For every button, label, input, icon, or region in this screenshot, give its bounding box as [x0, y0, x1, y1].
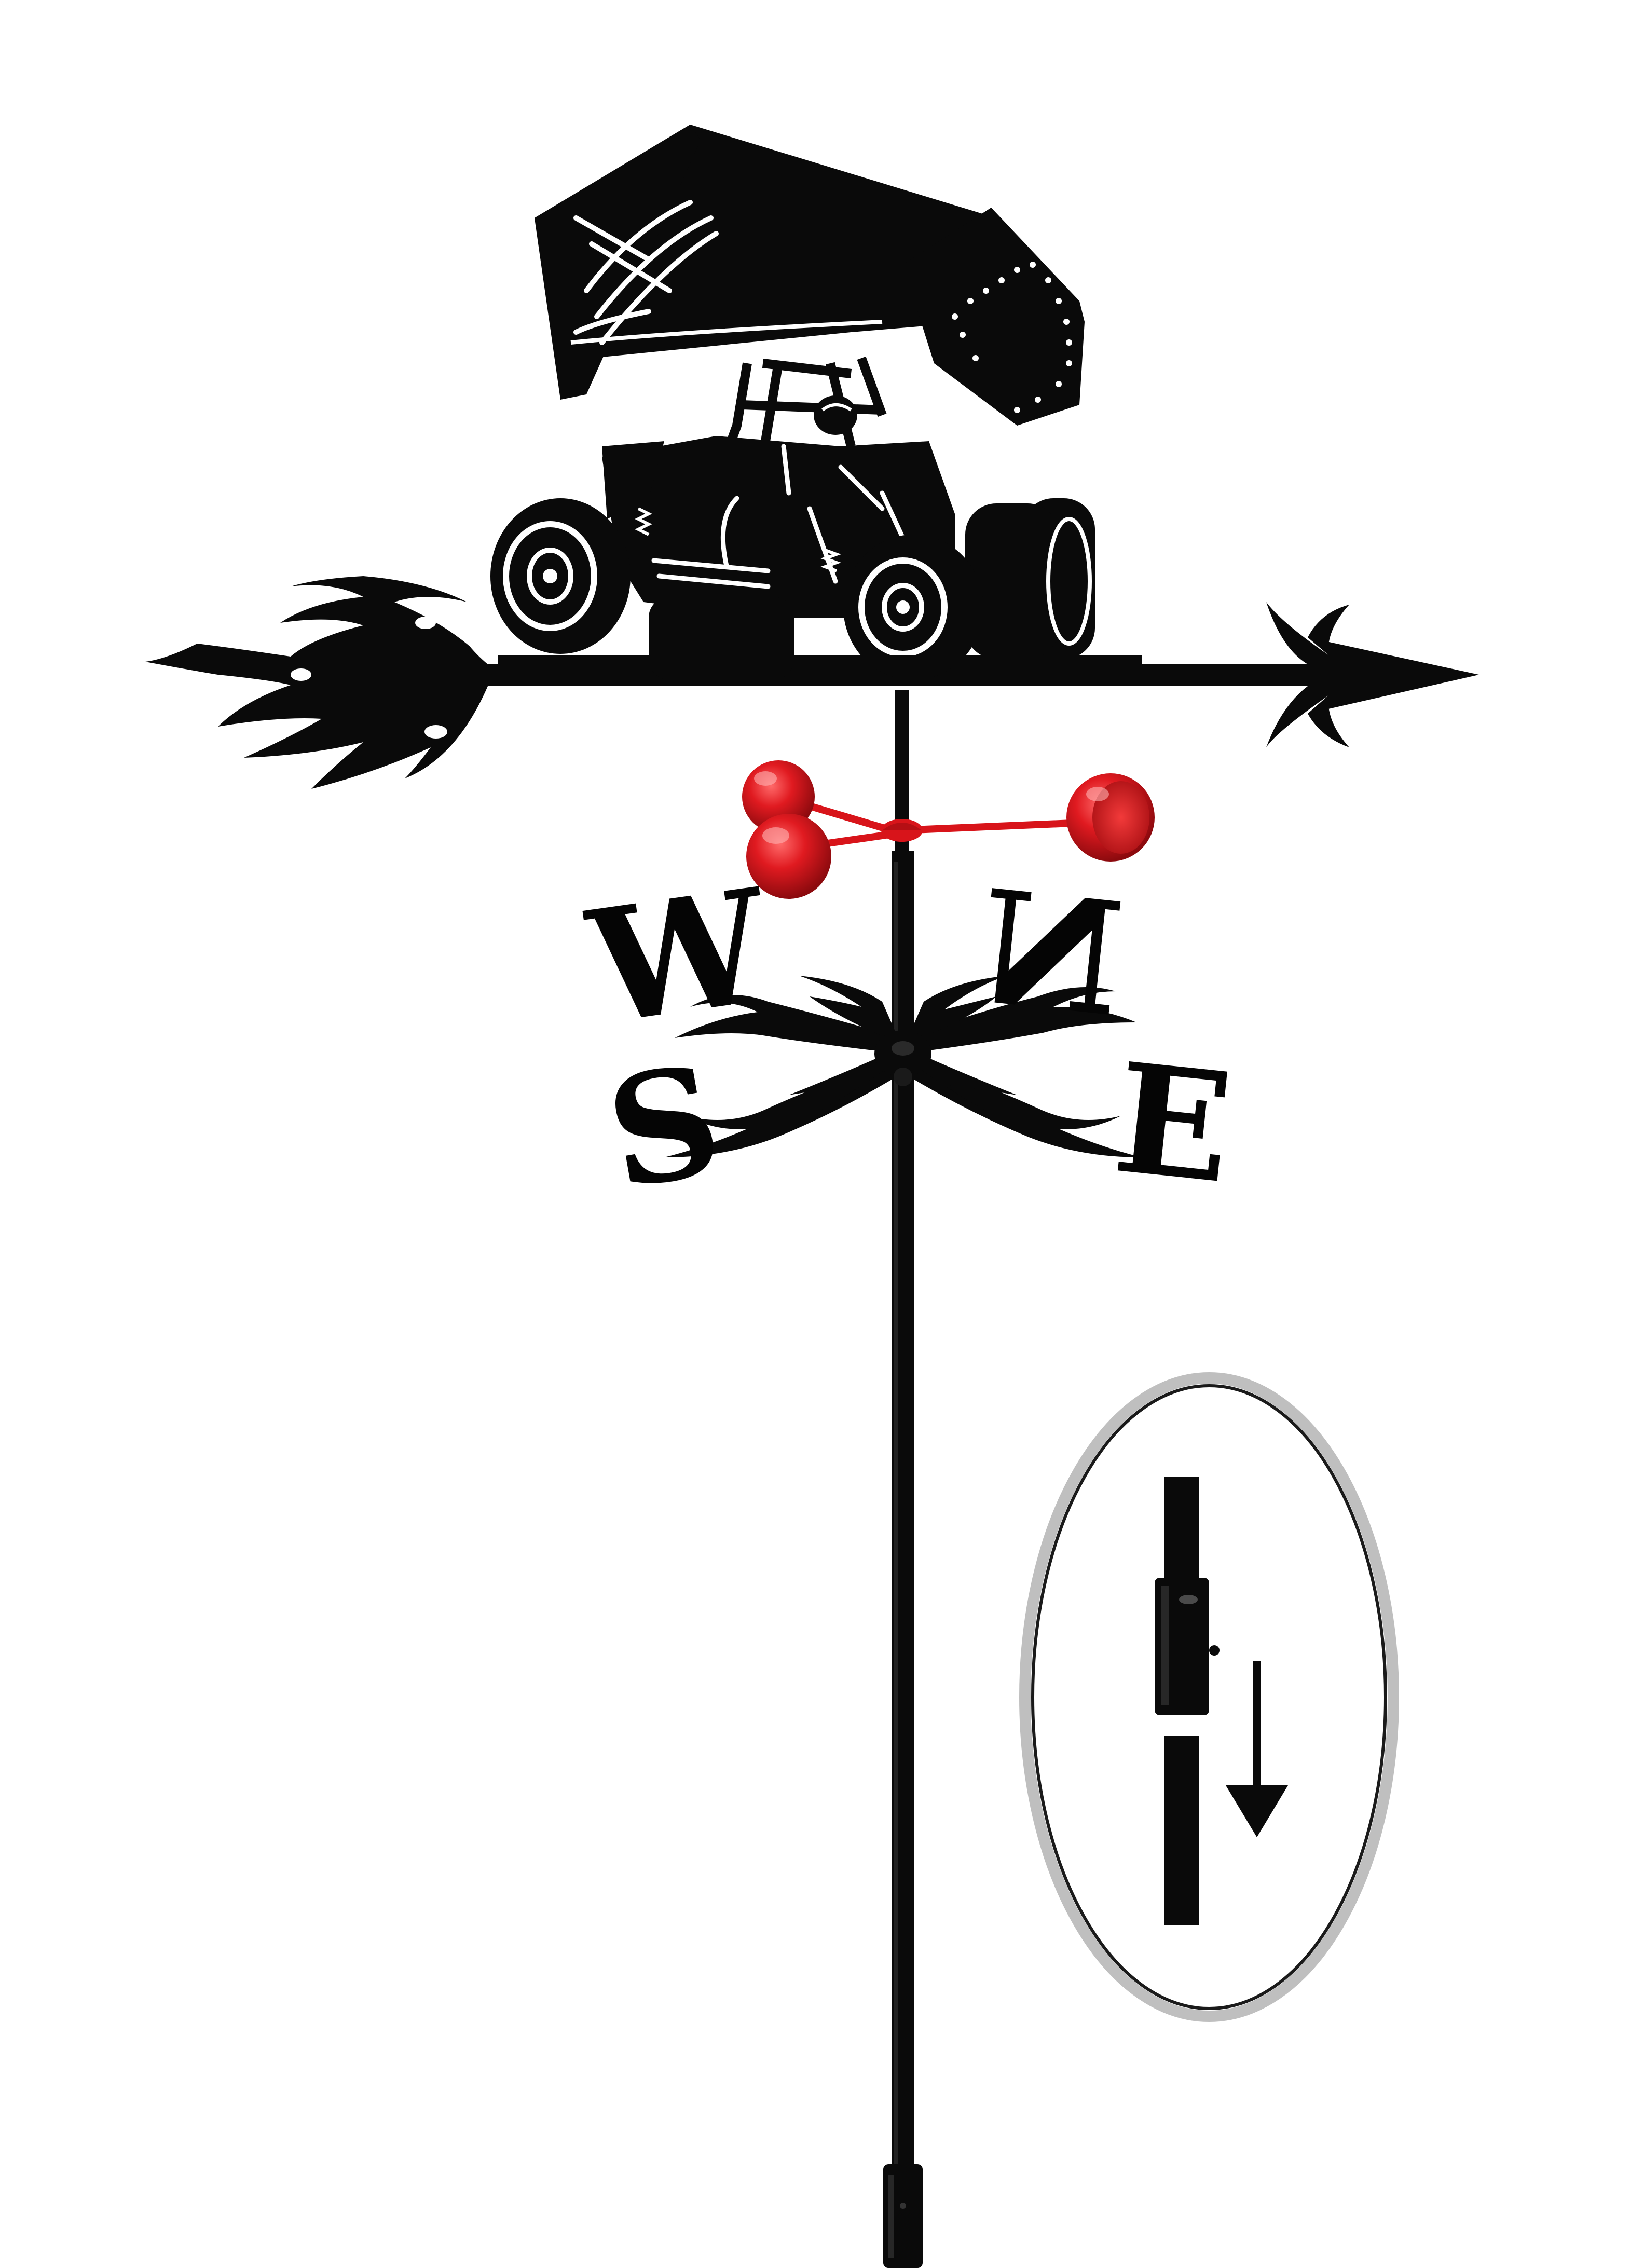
cup-lower-left: [746, 814, 831, 899]
flame-tail: [145, 576, 498, 789]
compass-letters: W S N E: [577, 853, 1240, 1224]
wheel-rear-right: [965, 498, 1095, 659]
lower-pole-section: [1164, 1736, 1199, 1925]
anemometer: [742, 760, 1155, 899]
wheel-front-left: [490, 498, 631, 654]
pole: [883, 690, 923, 2268]
arrow-head: [1266, 602, 1479, 747]
sprint-car: [490, 125, 1142, 680]
upper-pole-section: [1164, 1477, 1199, 1580]
wheel-front-right: [843, 535, 983, 680]
compass-south-letter: S: [595, 1031, 733, 1224]
arrow-down-icon: [1226, 1661, 1288, 1837]
cup-right: [1066, 773, 1155, 862]
compass-west-letter: W: [577, 853, 781, 1060]
pole-joint-inset: [1019, 1372, 1399, 2022]
compass-north-letter: N: [970, 855, 1131, 1052]
compass-arms: [664, 976, 1142, 1157]
compass-east-letter: E: [1107, 1030, 1239, 1217]
